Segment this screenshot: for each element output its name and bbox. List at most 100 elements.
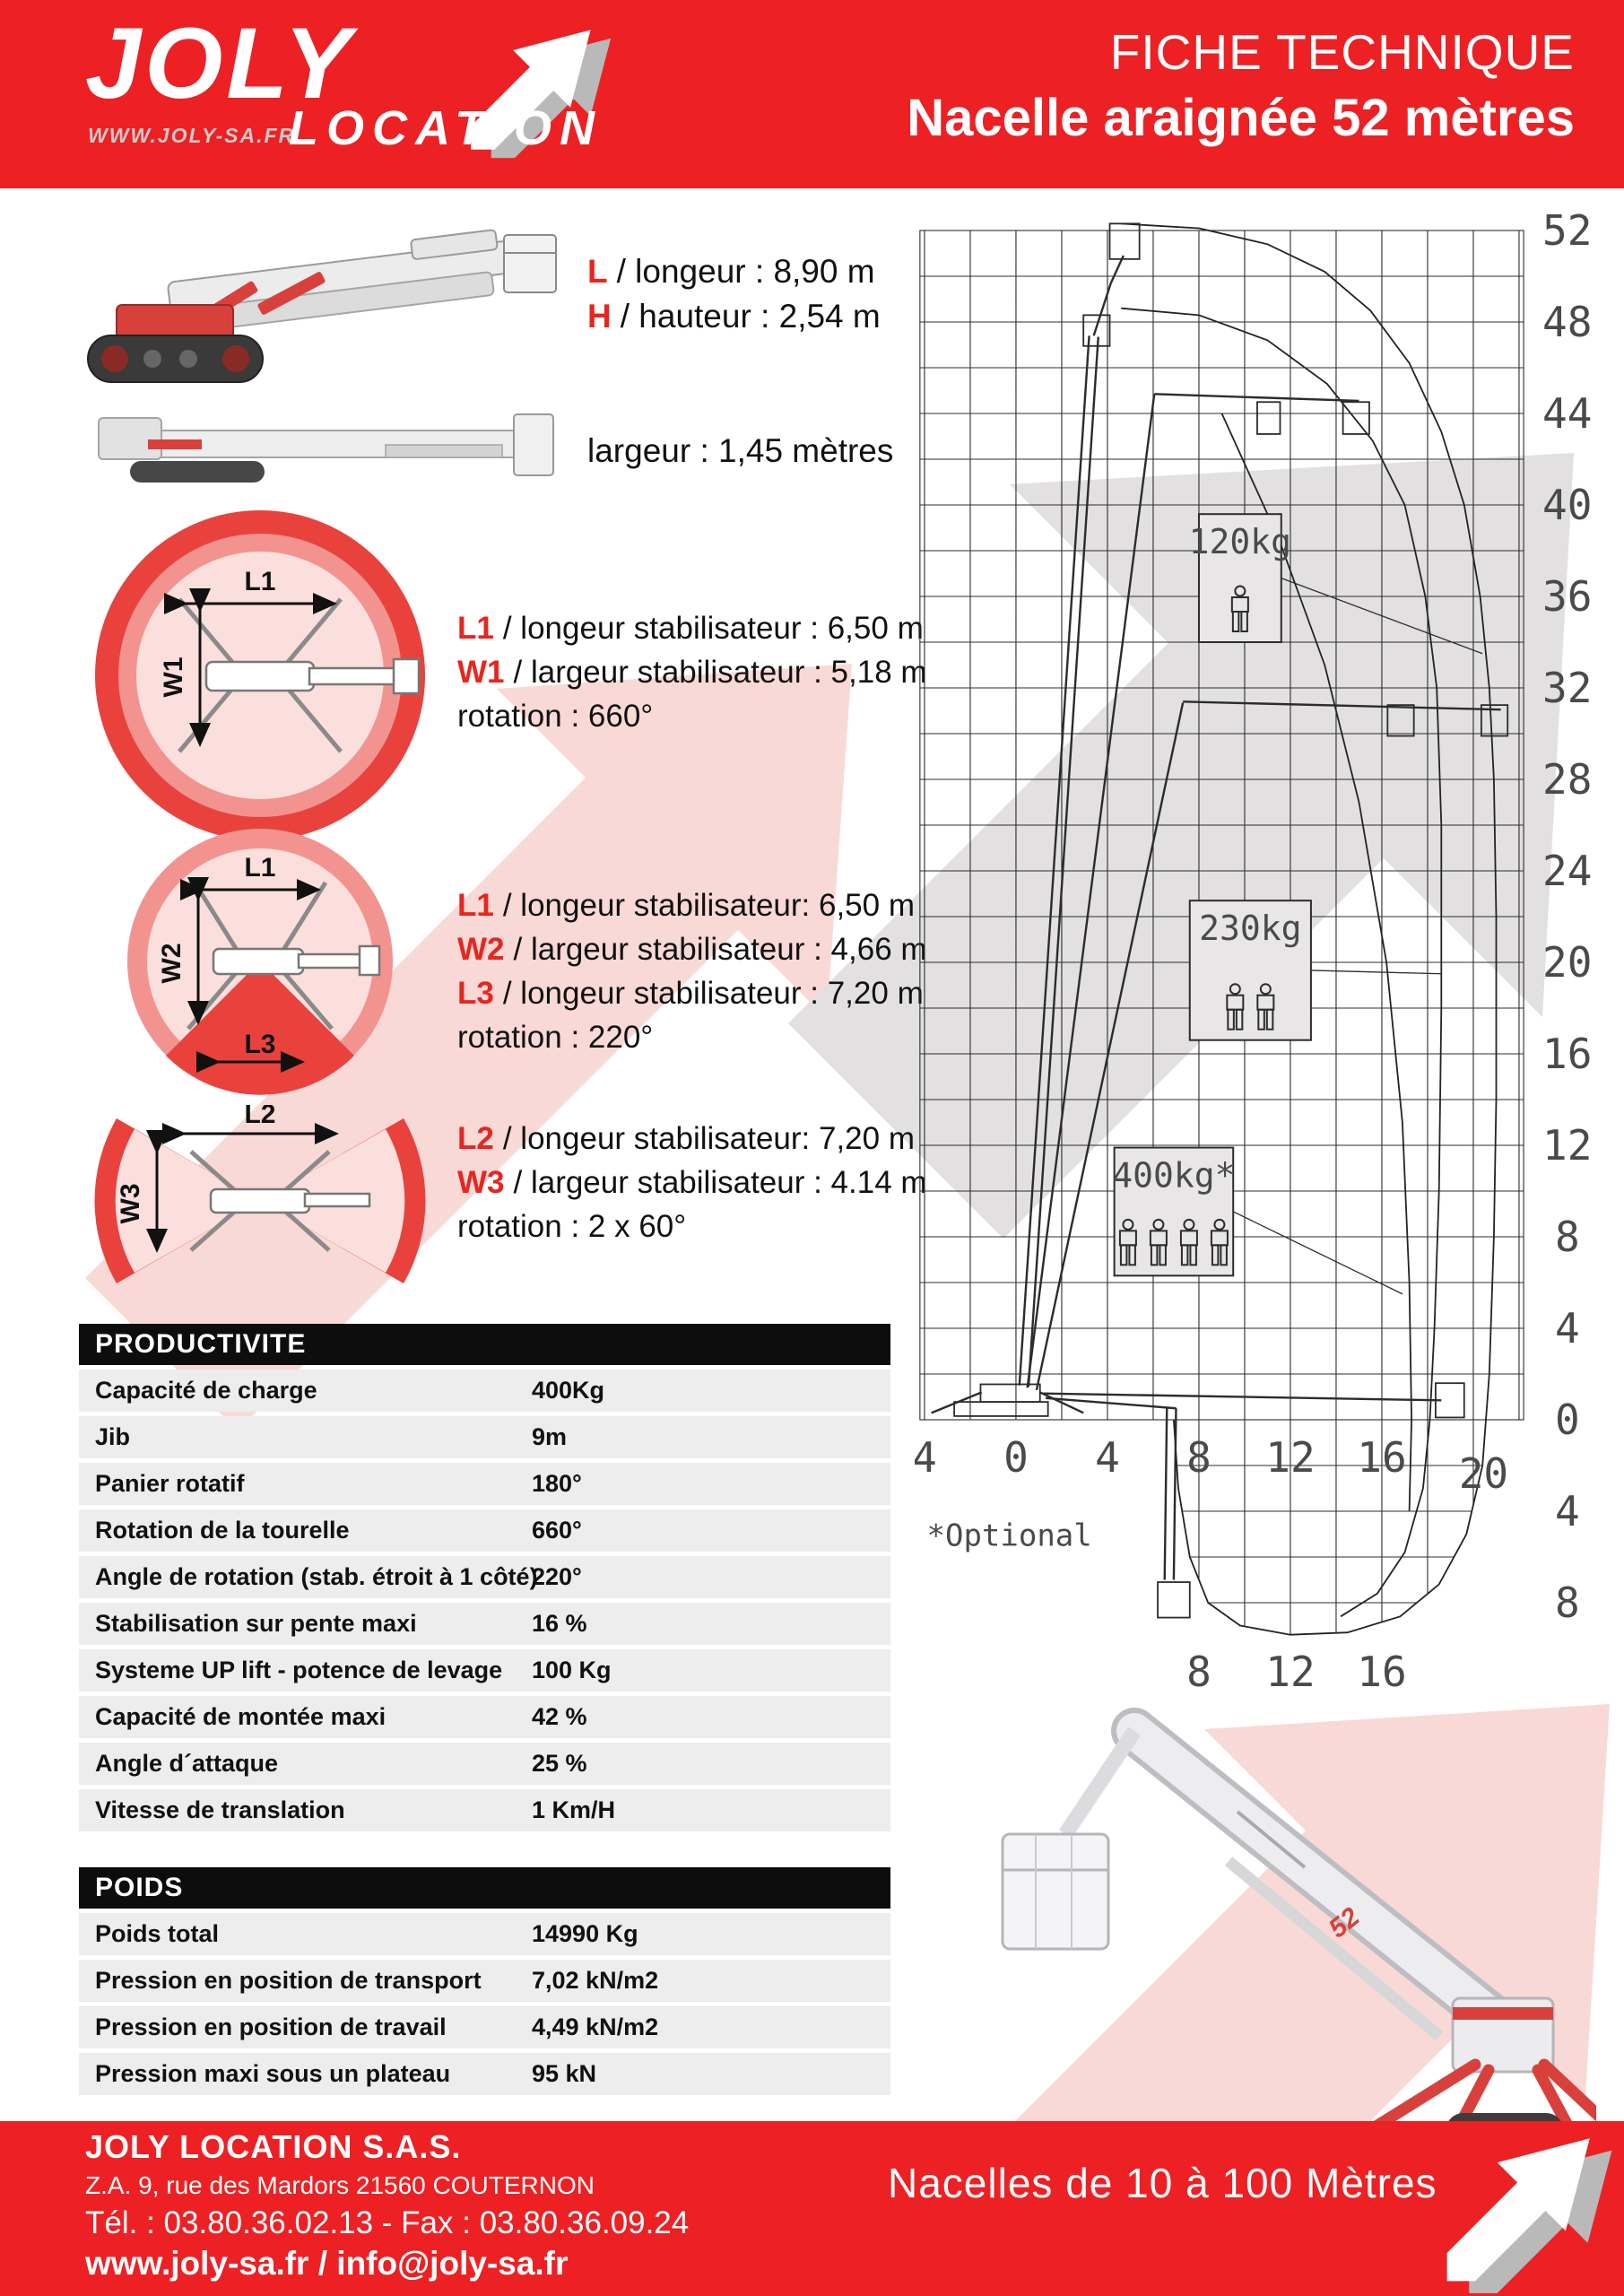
svg-text:20: 20	[1459, 1449, 1508, 1498]
spec-text: / largeur stabilisateur : 5,18 m	[513, 655, 927, 690]
row-value: 16 %	[532, 1610, 587, 1637]
dim-label-bottom: L3	[244, 1030, 275, 1059]
svg-text:4: 4	[1555, 1304, 1580, 1352]
row-value: 220°	[532, 1563, 582, 1590]
row-label: Poids total	[95, 1920, 220, 1947]
row-value: 95 kN	[532, 2060, 597, 2087]
chart-grid	[919, 230, 1524, 1421]
spec-key: W3	[457, 1165, 505, 1200]
svg-text:36: 36	[1542, 572, 1592, 621]
row-label: Rotation de la tourelle	[95, 1517, 350, 1544]
row-value: 9m	[532, 1423, 568, 1450]
header-titles: FICHE TECHNIQUE Nacelle araignée 52 mètr…	[907, 23, 1575, 148]
table-row: Angle d´attaque 25 %	[79, 1743, 890, 1785]
logo-arrow-icon	[471, 30, 612, 159]
person-icon	[1179, 1218, 1198, 1266]
machine-top-view	[204, 660, 316, 692]
row-label: Angle d´attaque	[95, 1750, 279, 1777]
spec-line: rotation : 220°	[457, 1015, 927, 1059]
svg-text:8: 8	[1555, 1578, 1580, 1627]
load-zone-box: 400kg*	[1112, 1146, 1403, 1295]
spec-key: L2	[457, 1121, 494, 1156]
stabilizer-specs-1: L1/ longeur stabilisateur : 6,50 m W1/ l…	[457, 606, 927, 738]
load-zone-box: 230kg	[1188, 900, 1442, 1041]
dim-label-left: W1	[159, 657, 188, 698]
svg-text:400kg*: 400kg*	[1112, 1156, 1235, 1196]
table-row: Pression maxi sous un plateau 95 kN	[79, 2053, 890, 2095]
svg-text:16: 16	[1357, 1433, 1406, 1482]
table-row: Capacité de montée maxi 42 %	[79, 1696, 890, 1738]
dim-label-left: W2	[157, 944, 187, 984]
spec-line: L3/ longeur stabilisateur : 7,20 m	[457, 971, 927, 1015]
person-icon	[1256, 983, 1275, 1031]
row-value: 42 %	[532, 1703, 587, 1730]
svg-text:8: 8	[1186, 1433, 1211, 1482]
spec-text: rotation : 220°	[457, 1020, 654, 1055]
spec-key: L1	[457, 888, 494, 923]
height-value: / hauteur : 2,54 m	[620, 298, 881, 335]
svg-text:4: 4	[1095, 1433, 1120, 1482]
spec-text: / longeur stabilisateur: 7,20 m	[502, 1121, 915, 1156]
load-zone-box: 120kg	[1189, 513, 1483, 655]
machine-transport-side-view	[98, 413, 554, 483]
svg-text:44: 44	[1542, 389, 1592, 438]
spec-line: L1/ longeur stabilisateur : 6,50 m	[457, 606, 927, 650]
svg-text:12: 12	[1265, 1648, 1315, 1696]
svg-text:0: 0	[1003, 1433, 1029, 1482]
working-envelope-chart: 120kg 230kg 400kg*524844403632282420161284…	[915, 206, 1592, 1696]
svg-text:12: 12	[1265, 1433, 1315, 1482]
company-address: Z.A. 9, rue des Mardors 21560 COUTERNON	[85, 2171, 595, 2199]
row-label: Stabilisation sur pente maxi	[95, 1610, 417, 1637]
spec-key: L1	[457, 611, 494, 646]
envelope-inner-400kg	[1220, 413, 1413, 1512]
slogan: Nacelles de 10 à 100 Mètres	[888, 2160, 1437, 2206]
person-icon	[1230, 585, 1249, 632]
web-email-link[interactable]: www.joly-sa.fr / info@joly-sa.fr	[85, 2245, 569, 2282]
svg-text:28: 28	[1542, 755, 1592, 804]
logo-url: WWW.JOLY-SA.FR	[88, 124, 296, 147]
svg-text:48: 48	[1542, 298, 1592, 346]
row-label: Capacité de montée maxi	[95, 1703, 386, 1730]
stabilizer-specs-2: L1/ longeur stabilisateur: 6,50 m W2/ la…	[457, 883, 927, 1059]
header-bar: JOLY WWW.JOLY-SA.FR LOCATION FICHE TECHN…	[0, 0, 1624, 188]
spec-key: L3	[457, 976, 494, 1011]
table-title: PRODUCTIVITE	[79, 1324, 890, 1365]
spec-text: / longeur stabilisateur : 7,20 m	[502, 976, 924, 1011]
spec-text: rotation : 2 x 60°	[457, 1209, 687, 1244]
spec-line: W3/ largeur stabilisateur : 4.14 m	[457, 1161, 927, 1205]
row-label: Jib	[95, 1423, 131, 1450]
svg-text:32: 32	[1542, 664, 1592, 712]
spec-key: W1	[457, 655, 505, 690]
row-value: 25 %	[532, 1750, 587, 1777]
dim-key-H: H	[587, 298, 612, 335]
overall-dimensions: L/ longeur : 8,90 m H/ hauteur : 2,54 m	[587, 249, 881, 339]
stabilizer-specs-3: L2/ longeur stabilisateur: 7,20 m W3/ la…	[457, 1117, 927, 1248]
spec-line: W1/ largeur stabilisateur : 5,18 m	[457, 650, 927, 694]
person-icon	[1226, 983, 1245, 1031]
footer-bar: JOLY LOCATION S.A.S. Z.A. 9, rue des Mar…	[0, 2121, 1624, 2296]
row-value: 1 Km/H	[532, 1796, 616, 1823]
svg-text:*Optional: *Optional	[927, 1518, 1092, 1553]
spec-text: rotation : 660°	[457, 699, 654, 734]
spec-text: / longeur stabilisateur: 6,50 m	[502, 888, 915, 923]
row-value: 4,49 kN/m2	[532, 2013, 659, 2040]
spec-text: / largeur stabilisateur : 4.14 m	[513, 1165, 927, 1200]
height-dimension: H/ hauteur : 2,54 m	[587, 294, 881, 339]
svg-text:52: 52	[1542, 206, 1592, 255]
machine-poses	[931, 222, 1509, 1619]
envelope-mid-230kg	[1121, 307, 1443, 1618]
svg-text:8: 8	[1186, 1648, 1211, 1696]
row-label: Pression maxi sous un plateau	[95, 2060, 451, 2087]
